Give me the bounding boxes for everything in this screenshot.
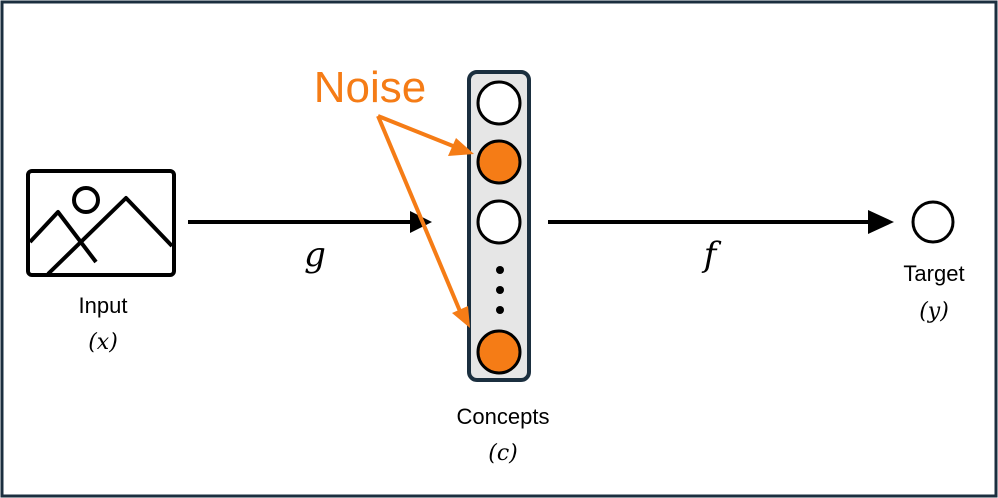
- concept-node-last-noisy: [476, 329, 522, 375]
- g-function-label: g: [304, 235, 326, 275]
- f-arrow-head: [868, 210, 894, 234]
- concepts-variable: (c): [488, 441, 518, 466]
- concept-ellipsis: [496, 266, 504, 314]
- target-node: [911, 200, 955, 244]
- target-label: Target: [903, 261, 964, 286]
- concept-node-3: [476, 199, 522, 245]
- input-variable: (x): [88, 330, 118, 355]
- image-icon: [26, 169, 176, 277]
- concept-node-1: [476, 80, 522, 126]
- noise-arrow-head-2: [452, 306, 470, 328]
- concept-node-2-noisy: [476, 139, 522, 185]
- target-variable: (y): [919, 299, 949, 324]
- noise-label: Noise: [314, 63, 427, 112]
- input-label: Input: [79, 293, 128, 318]
- noise-arrows: [376, 114, 464, 317]
- concepts-label: Concepts: [457, 404, 550, 429]
- noise-arrow-head-1: [448, 138, 474, 156]
